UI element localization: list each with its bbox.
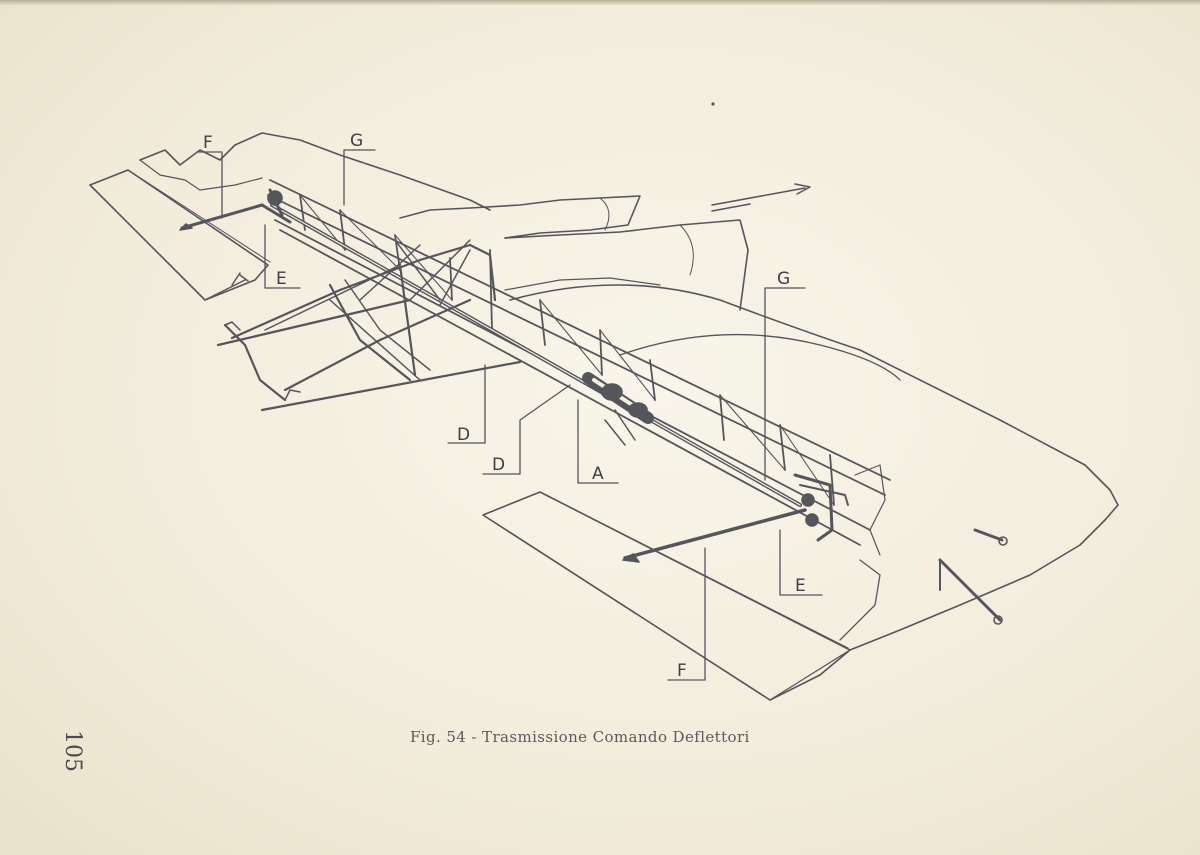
label-d-lower: D (492, 455, 505, 475)
figure-caption: Fig. 54 - Trasmissione Comando Deflettor… (410, 728, 750, 746)
callout-labels: F G E G D D A E F (203, 131, 806, 681)
label-g-upper: G (350, 131, 363, 151)
ink-speck (711, 102, 715, 106)
right-wing (509, 284, 1119, 651)
label-e-upper: E (276, 269, 287, 289)
direction-arrow (711, 183, 811, 212)
page-edge-shadow (0, 0, 1200, 6)
leader-lines (197, 149, 823, 681)
fuselage-skin (139, 132, 749, 311)
left-bellcrank (260, 188, 292, 224)
left-flap (89, 169, 271, 301)
label-f-lower: F (677, 661, 687, 681)
right-bellcrank (793, 473, 849, 542)
page-number: 105 (60, 730, 85, 772)
right-flap (482, 491, 851, 701)
torque-tube (270, 203, 802, 507)
fuselage-truss (216, 239, 522, 412)
label-f-upper: F (203, 133, 213, 153)
label-d-left: D (457, 425, 470, 445)
flap-actuator (582, 372, 654, 446)
label-e-lower: E (795, 576, 806, 596)
label-a: A (592, 464, 604, 484)
label-g-right: G (777, 269, 790, 289)
